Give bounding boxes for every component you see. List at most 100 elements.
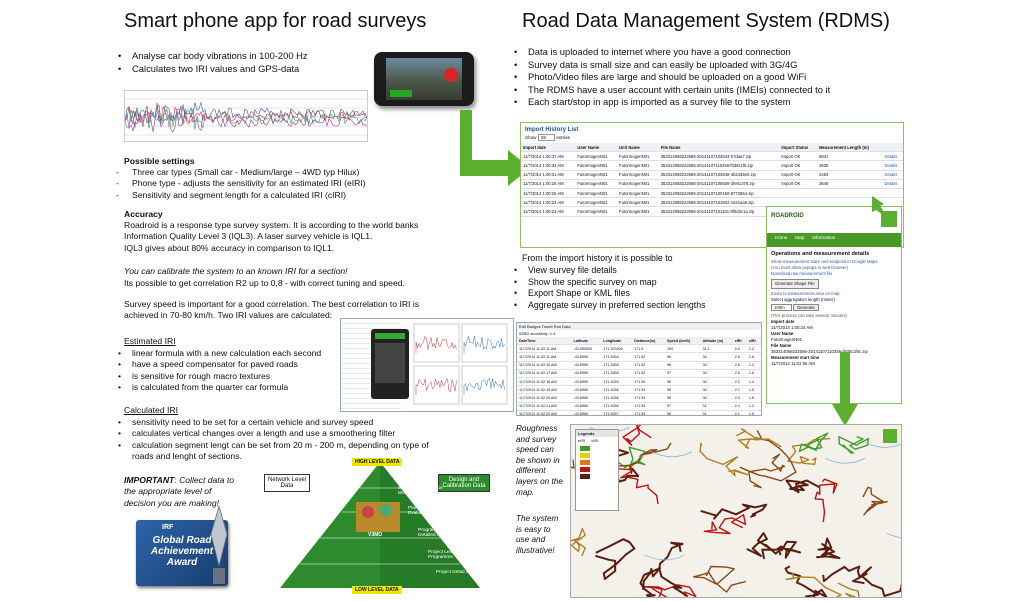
table-cell: 171.5266 [601,385,633,395]
details-link[interactable]: Details [882,179,903,189]
table-cell: FutormogenN01 [575,179,618,189]
google-maps-link[interactable]: Show measurement start- and endpoint in … [771,259,878,264]
settings-list: Three car types (Small car - Medium/larg… [112,167,442,202]
field-value: FutormogenN01 [771,337,803,342]
import-bullet: View survey file details [508,265,808,277]
table-cell: 2.5 [732,369,747,378]
table-cell: -43.8960 [571,402,602,411]
table-cell: 2.7 [732,385,747,395]
table-cell: 171.5265 [601,361,633,370]
iql-level: IQL-3 [300,534,313,540]
table-cell: 1.5 [746,385,761,395]
details-link[interactable]: Details [882,160,903,171]
right-title: Road Data Management System (RDMS) [522,10,890,32]
pyramid-center-label: V3MO [368,532,383,538]
table-cell: 11/7/2014 1:00:28 AM [521,179,576,189]
easy-caption: The system is easy to use and illustrati… [516,514,559,555]
table-cell: 1.5 [746,410,761,415]
bullet: Analyse car body vibrations in 100-200 H… [112,50,432,63]
details-link[interactable] [882,188,903,199]
table-cell: 11/7/2014 11:02:22 AM [517,410,572,415]
table-cell: 11/7/2014 11:02:11 AM [517,352,572,362]
table-cell: 30 [700,377,733,387]
table-cell: 30 [700,385,733,395]
table-cell: 353314058222586-20141107103848-4b2436e0.… [658,170,780,180]
table-cell: 96 [665,377,701,387]
process-note: (This process can take several minutes) [771,313,847,318]
table-cell: 30 [700,352,733,362]
table-cell: 171.52 [632,361,665,370]
table-cell: 171.5267 [601,410,633,415]
phone-screen [386,58,462,100]
estimated-item: is sensitive for rough macro textures [112,371,352,383]
table-cell: 353314058222586-20141107101101-9f0d3c1a.… [658,206,780,217]
table-cell: 171.53 [632,410,665,415]
table-cell: 171.52 [632,369,665,378]
tab-home[interactable]: Home [775,235,788,240]
tab-map[interactable]: Map [795,235,805,240]
table-cell: -43.8960 [571,385,602,395]
table-cell: 96 [665,352,701,362]
table-cell: 1.3 [746,361,761,370]
table-cell: 0.0 [732,344,747,354]
details-link[interactable]: Details [882,170,903,180]
iql-pyramid-diagram: HIGH LEVEL DATA LOW LEVEL DATA Network L… [260,454,500,596]
vibration-graph [125,98,367,136]
table-cell: 97 [665,402,701,411]
survey-data-table-screenshot: Edit Badges Travel Run Data 53RD sensiti… [516,322,762,416]
table-cell: -43.8959 [571,369,602,378]
table-cell: -43.8960 [571,393,602,403]
table-cell: 31 [700,410,733,415]
table-cell: 2.1 [732,410,747,415]
left-title: Smart phone app for road surveys [124,10,427,32]
table-cell: 2283 [817,170,883,180]
field-value: 353314058222586-20141107110256-f0d8c1f6c… [771,349,868,354]
important-note: IMPORTANT: Collect data to the appropria… [124,475,235,508]
record-button-icon [444,68,458,82]
speed-line: achieved in 70-80 km/h. Two IRI values a… [124,310,333,321]
speed-line: Survey speed is important for a good cor… [124,299,420,309]
table-cell: 4630 [817,160,883,171]
calculated-item: calculates vertical changes over a lengt… [112,428,472,440]
table-cell: 353314058222586-20141107101602-1621aa0.z… [658,197,780,208]
table-cell: 1.6 [746,352,761,362]
import-intro: From the import history it is possible t… [522,253,673,263]
details-link[interactable]: Details [882,151,903,162]
award-line: Global Road [152,535,212,546]
legend-title: Legends [576,430,618,437]
road-map-screenshot: Legends eIRI cIRI [570,424,902,598]
legend-col: eIRI [578,438,586,443]
import-history-title: Import History List [525,127,579,133]
table-cell: -43.953000 [571,344,602,354]
high-level-label: HIGH LEVEL DATA [352,458,403,466]
field-value: 11/7/2014 11:02:56 AM [771,361,815,366]
bullet: Calculates two IRI values and GPS-data [112,63,432,76]
table-cell: 11/7/2014 11:02:19 AM [517,385,572,395]
map-layer-icon[interactable] [883,429,897,443]
setting-item: Phone type - adjusts the sensitivity for… [112,178,442,190]
table-header: eIRI [732,337,747,346]
map-legend: Legends eIRI cIRI [575,429,619,511]
iql-level: IQL-4 [314,510,327,516]
table-cell: 11/7/2014 11:02:21 AM [517,402,572,411]
accuracy-text: Roadroid is a response type survey syste… [124,220,454,254]
entries-select[interactable]: 25 [537,134,555,141]
table-cell: 97 [665,369,701,378]
field-label: Import date [771,319,795,324]
green-arrow-3 [832,352,858,426]
estimated-heading: Estimated IRI [124,336,176,346]
tab-information[interactable]: Information [812,235,836,240]
table-cell: FutormogenN01 [617,188,659,199]
table-cell: FutormogenN01 [617,206,659,217]
rdms-bullet: The RDMS have a user account with certai… [508,84,888,97]
table-cell: FutormogenN01 [575,206,618,217]
table-cell: FutormogenN01 [617,179,659,189]
low-level-label: LOW LEVEL DATA [352,586,402,594]
left-margin [0,0,112,600]
